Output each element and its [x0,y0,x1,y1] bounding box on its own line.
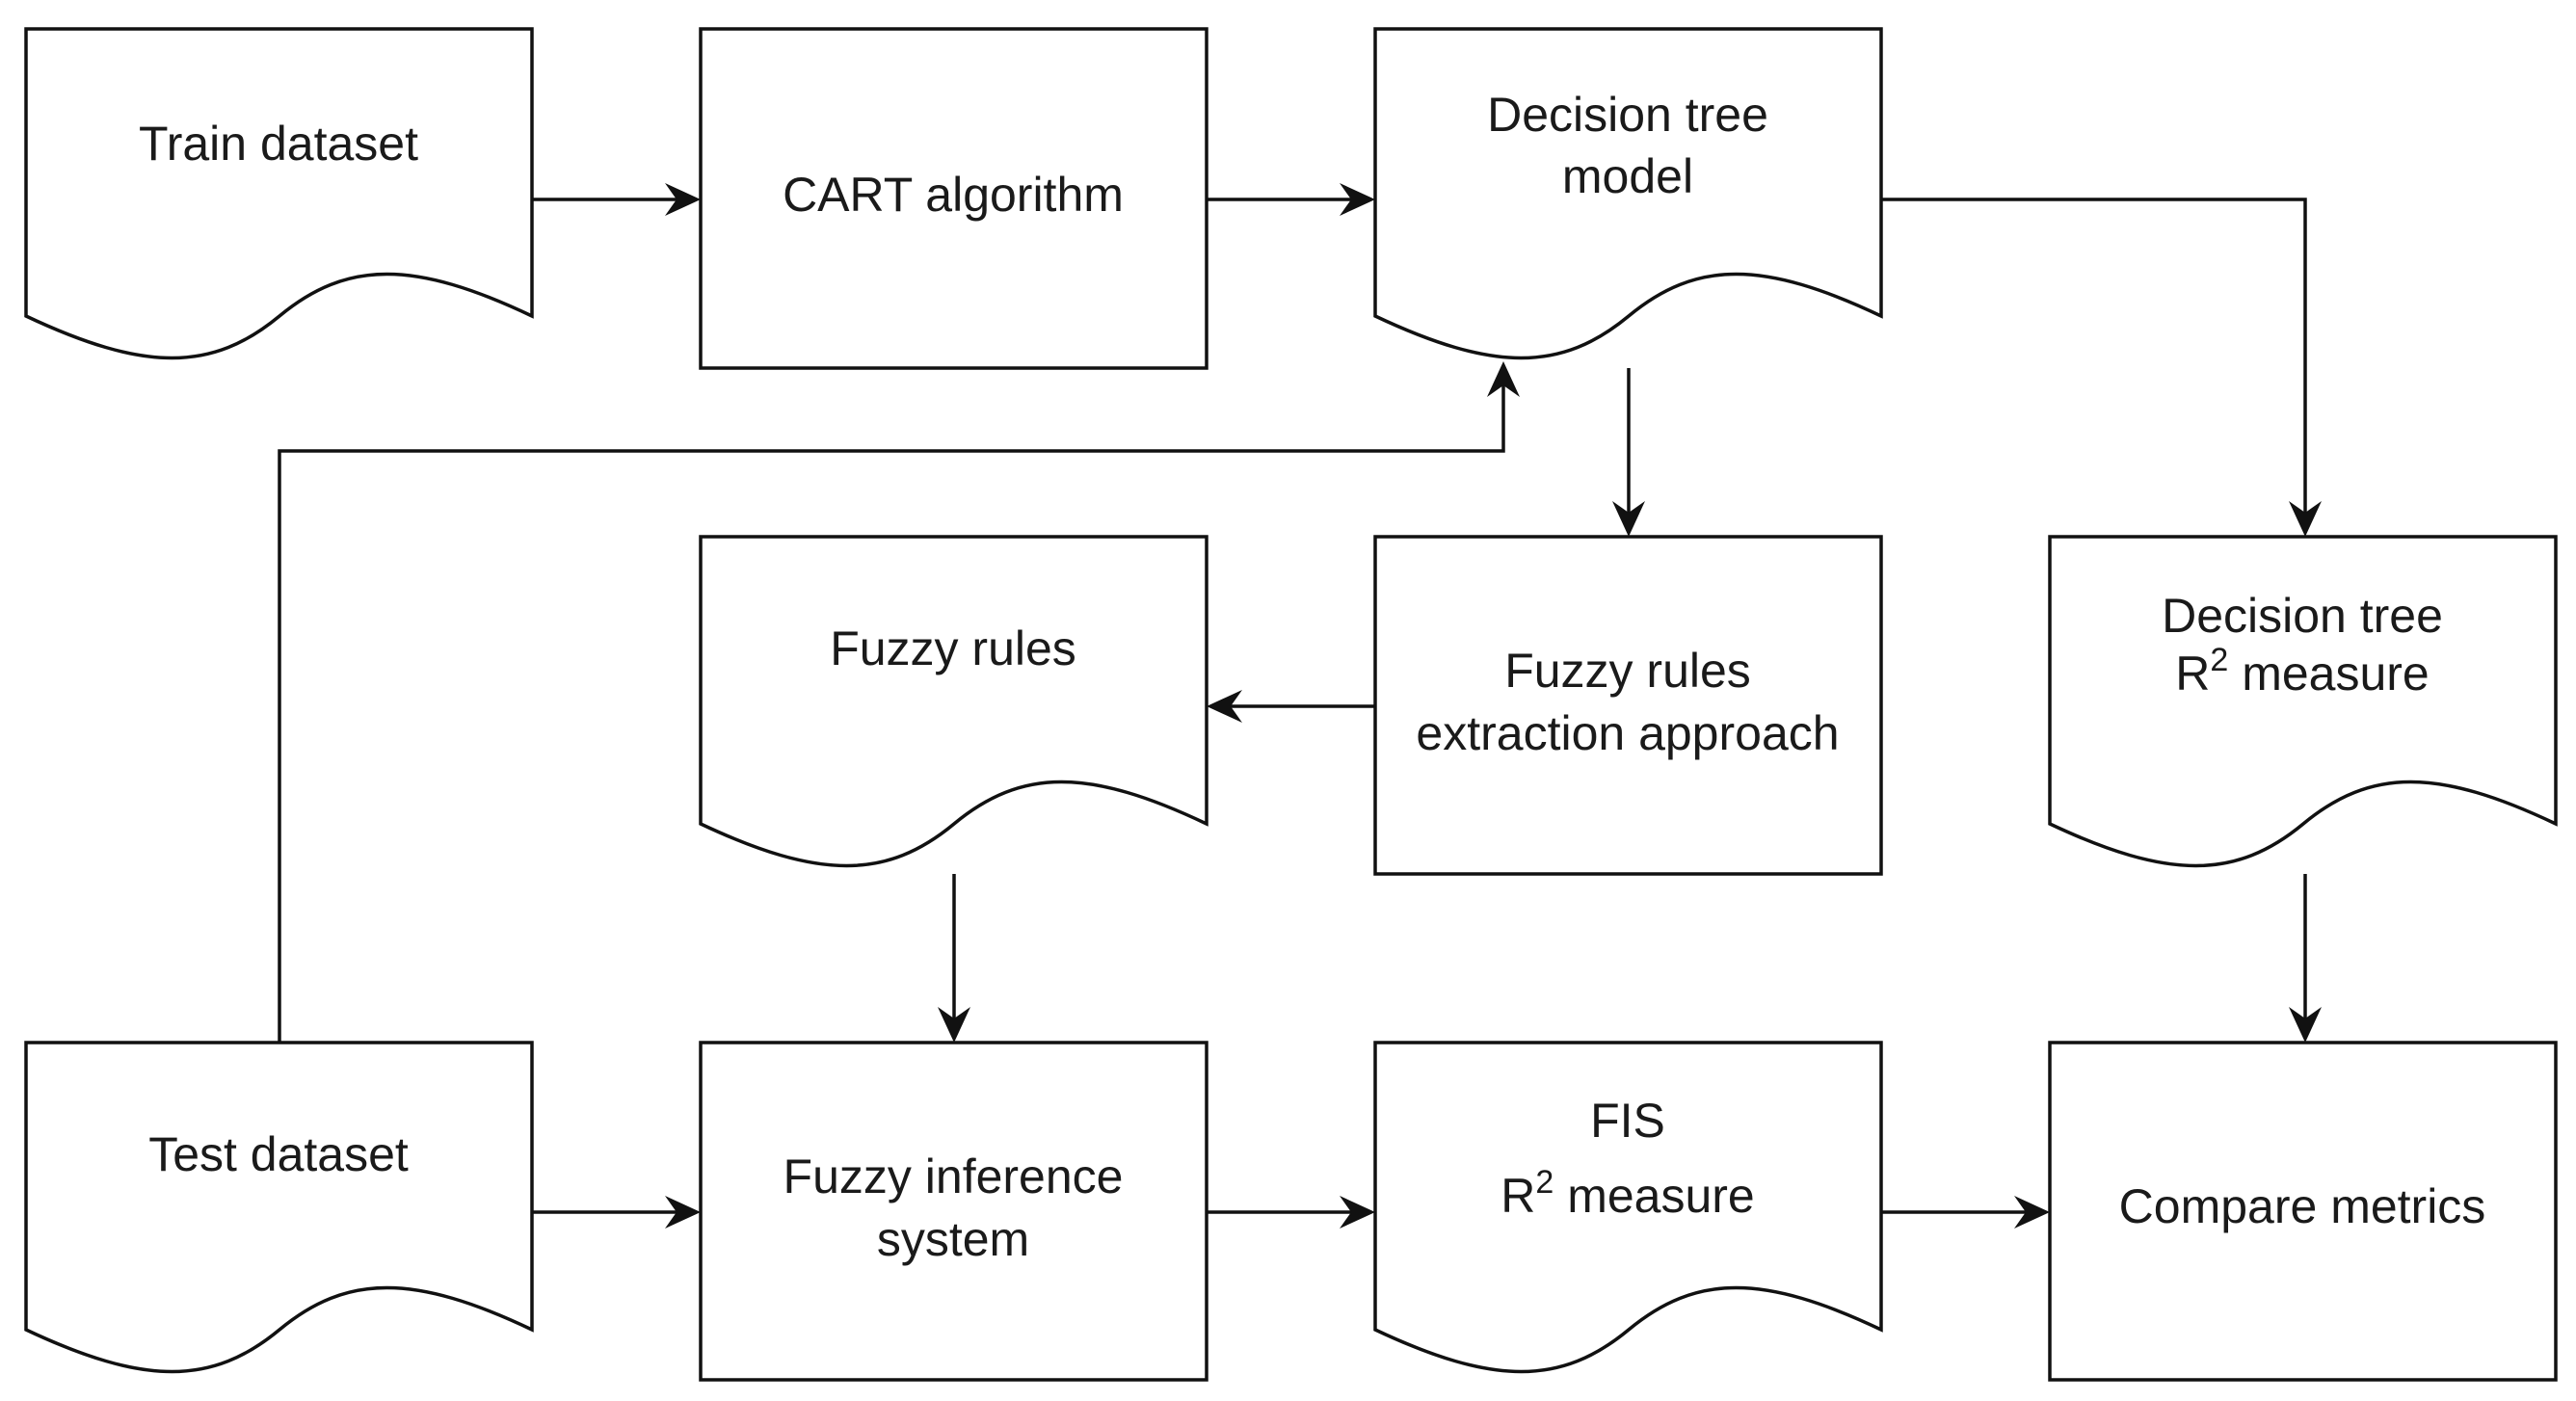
document-shape [1373,1041,1883,1374]
node-fuzzy-rules: Fuzzy rules [699,535,1208,868]
node-label-line-1: Fuzzy inference [783,1150,1124,1203]
edge-extraction-to-fuzzy-rules [1207,690,1375,723]
edge-test-dataset-to-decision-tree-model [278,361,1520,1043]
process-shape [699,27,1208,370]
document-shape [1373,27,1883,360]
node-fis-r2-measure: FIS R2 measure [1373,1041,1883,1374]
process-shape [2048,1041,2558,1382]
edge-cart-to-decision-tree-model [1207,183,1375,216]
edge-decision-tree-model-to-r2 [1881,198,2322,537]
node-label-line-2: R2 measure [1500,1164,1754,1223]
node-label: Fuzzy rules [830,621,1076,675]
node-label: Compare metrics [2119,1179,2486,1233]
r2-rest: measure [2228,647,2429,700]
document-shape [2048,535,2558,868]
document-shape [24,1041,534,1374]
node-label: Train dataset [139,117,418,171]
node-label-line-1: Decision tree [2162,589,2443,643]
node-label-line-2: extraction approach [1416,706,1839,760]
node-train-dataset: Train dataset [24,27,534,360]
node-label-line-1: Decision tree [1487,88,1768,142]
process-shape [1373,535,1883,876]
document-shape [24,27,534,360]
edges [278,183,2322,1229]
node-compare-metrics: Compare metrics [2048,1041,2558,1382]
edge-decision-tree-r2-to-compare [2289,874,2322,1043]
edge-fuzzy-rules-to-fis [938,874,970,1043]
node-label-line-1: Fuzzy rules [1504,644,1751,698]
r2-superscript: 2 [1535,1164,1554,1201]
r2-rest: measure [1554,1169,1754,1223]
node-decision-tree-r2-measure: Decision tree R2 measure [2048,535,2558,868]
node-label: CART algorithm [783,168,1124,222]
document-shape [699,535,1208,868]
node-label-line-1: FIS [1590,1094,1665,1148]
edge-fis-r2-to-compare [1881,1196,2050,1229]
node-label-line-2: system [877,1212,1029,1266]
r2-base: R [2175,647,2210,700]
process-shape [699,1041,1208,1382]
node-fuzzy-inference-system: Fuzzy inference system [699,1041,1208,1382]
node-fuzzy-rules-extraction: Fuzzy rules extraction approach [1373,535,1883,876]
r2-base: R [1500,1169,1535,1223]
r2-superscript: 2 [2210,642,2228,678]
edge-train-to-cart [532,183,701,216]
node-cart-algorithm: CART algorithm [699,27,1208,370]
edge-fis-to-fis-r2 [1207,1196,1375,1229]
edge-test-dataset-to-fis [532,1196,701,1229]
node-decision-tree-model: Decision tree model [1373,27,1883,360]
node-test-dataset: Test dataset [24,1041,534,1374]
edge-decision-tree-model-to-extraction [1612,368,1645,537]
node-label: Test dataset [148,1127,409,1181]
node-label-line-2: model [1562,149,1693,203]
node-label-line-2: R2 measure [2175,642,2429,700]
